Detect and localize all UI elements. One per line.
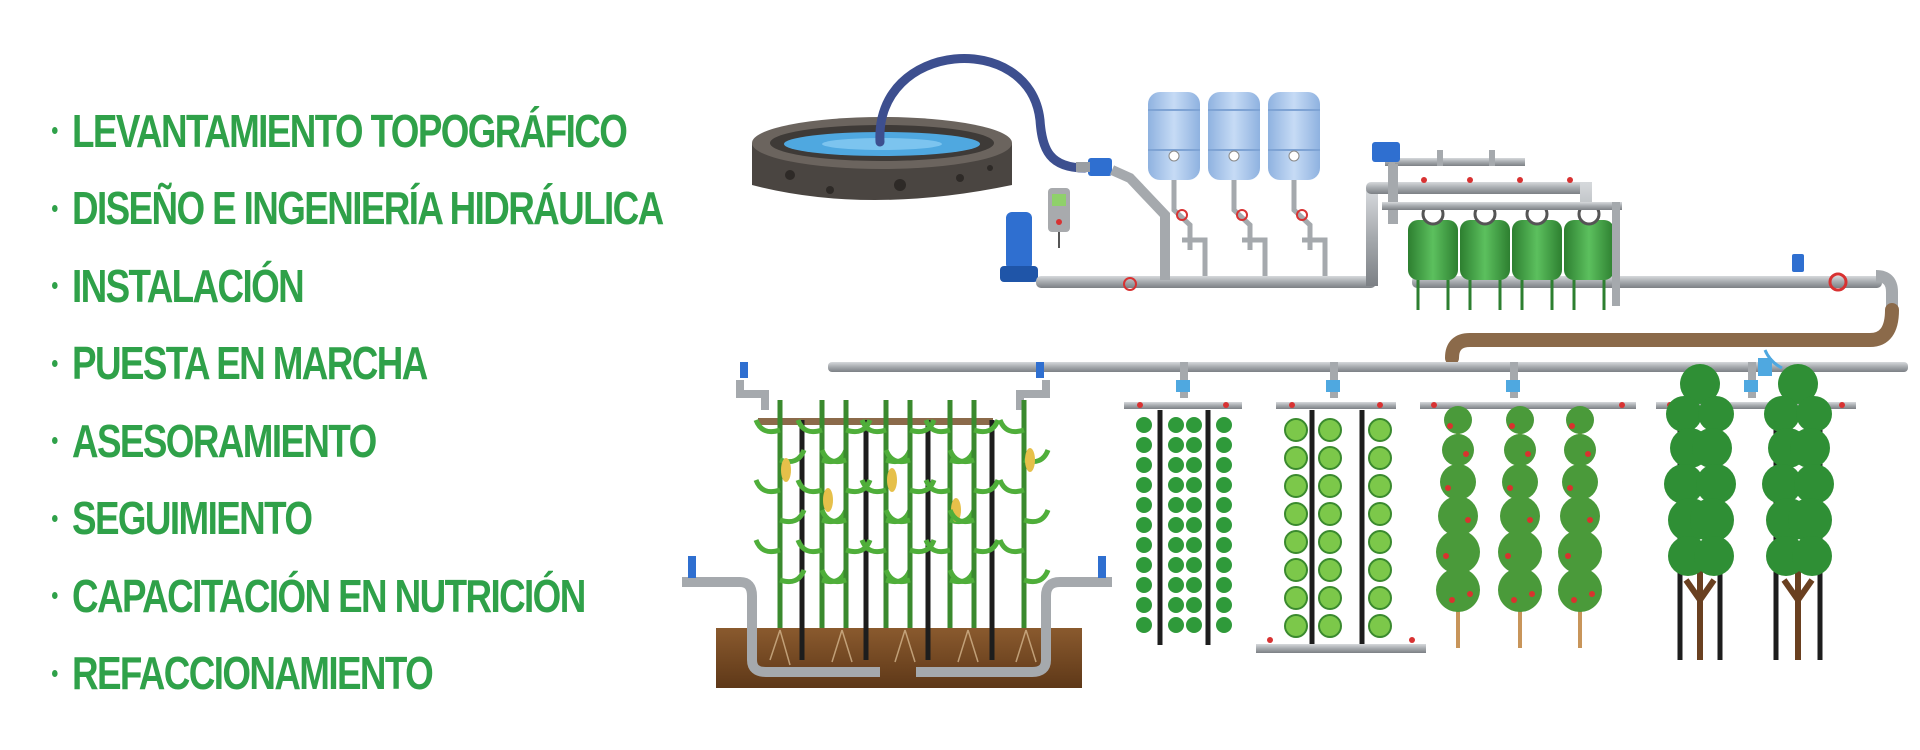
bullet-icon [52, 514, 58, 522]
storage-tank-icon [1148, 92, 1208, 276]
bullet-icon [52, 204, 58, 212]
service-label: SEGUIMIENTO [72, 492, 313, 545]
water-pump-icon [1000, 158, 1112, 282]
service-item: REFACCIONAMIENTO [52, 635, 663, 713]
corn-plant-icon [883, 400, 937, 628]
fruit-tree-icon [1498, 406, 1542, 648]
filter-tank-icon [1460, 202, 1510, 310]
corn-plant-icon [947, 400, 1001, 628]
controller-icon [1048, 188, 1070, 248]
service-item: CAPACITACIÓN EN NUTRICIÓN [52, 557, 663, 635]
bullet-icon [52, 592, 58, 600]
bullet-icon [52, 282, 58, 290]
leafy-tree-icon [1664, 364, 1736, 660]
service-item: ASESORAMIENTO [52, 402, 663, 480]
leafy-tree-icon [1762, 364, 1834, 660]
cabbage-plant-icon [1284, 418, 1392, 638]
corn-field [682, 362, 1112, 688]
cabbage-plot [1256, 362, 1426, 653]
filter-tank-icon [1408, 202, 1458, 310]
service-item: DISEÑO E INGENIERÍA HIDRÁULICA [52, 170, 664, 248]
services-list: LEVANTAMIENTO TOPOGRÁFICO DISEÑO E INGEN… [52, 92, 815, 712]
service-item: INSTALACIÓN [52, 247, 663, 325]
bullet-icon [52, 359, 58, 367]
filter-tank-icon [1564, 202, 1614, 310]
corn-plant-icon [753, 400, 807, 628]
filter-tank-icon [1512, 202, 1562, 310]
corn-plant-icon [819, 400, 873, 628]
bullet-icon [52, 669, 58, 677]
service-label: ASESORAMIENTO [72, 414, 377, 467]
storage-tank-icon [1268, 92, 1328, 276]
leafy-tree-plot [1656, 362, 1856, 660]
service-label: LEVANTAMIENTO TOPOGRÁFICO [72, 104, 628, 157]
lettuce-plot [1124, 362, 1242, 645]
filter-bank [1372, 142, 1804, 310]
suction-hose [875, 54, 1090, 173]
service-item: PUESTA EN MARCHA [52, 325, 663, 403]
service-item: SEGUIMIENTO [52, 480, 663, 558]
distribution-header [828, 349, 1908, 376]
storage-tank-icon [1208, 92, 1268, 276]
bullet-icon [52, 437, 58, 445]
service-label: REFACCIONAMIENTO [72, 647, 434, 700]
fruit-tree-plot [1420, 362, 1636, 648]
service-label: DISEÑO E INGENIERÍA HIDRÁULICA [72, 182, 664, 235]
supply-hose [1445, 303, 1899, 365]
lettuce-plant-icon [1136, 417, 1232, 633]
fruit-tree-icon [1436, 406, 1480, 648]
fruit-tree-icon [1558, 406, 1602, 648]
service-label: CAPACITACIÓN EN NUTRICIÓN [72, 569, 586, 622]
service-label: INSTALACIÓN [72, 259, 305, 312]
service-label: PUESTA EN MARCHA [72, 337, 428, 390]
bullet-icon [52, 127, 58, 135]
service-item: LEVANTAMIENTO TOPOGRÁFICO [52, 92, 663, 170]
corn-plant-icon [997, 400, 1051, 628]
